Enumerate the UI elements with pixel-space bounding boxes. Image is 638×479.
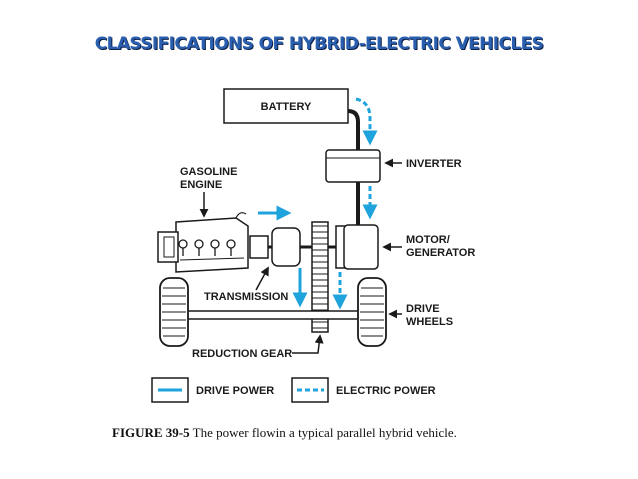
- reduction-gear-pointer: [292, 334, 324, 354]
- reduction-gear-label: REDUCTION GEAR: [192, 348, 292, 360]
- right-wheel: [357, 277, 387, 347]
- figure-caption-text: The power flowin a typical parallel hybr…: [189, 425, 457, 440]
- legend-electric-power-label: ELECTRIC POWER: [336, 385, 436, 397]
- drive-wheels-label-line2: WHEELS: [406, 316, 453, 328]
- transmission: [249, 227, 312, 267]
- inverter-label: INVERTER: [406, 158, 462, 170]
- battery-cable: [347, 109, 360, 150]
- motor-generator-label-line2: GENERATOR: [406, 247, 475, 259]
- legend-drive-power-label: DRIVE POWER: [196, 385, 274, 397]
- transmission-label: TRANSMISSION: [204, 291, 288, 303]
- reduction-gear: [311, 221, 329, 333]
- battery-label: BATTERY: [261, 101, 312, 113]
- drive-axle: [185, 310, 363, 320]
- gasoline-engine-label-line2: ENGINE: [180, 179, 222, 191]
- motor-generator: [328, 224, 379, 270]
- battery-box: BATTERY: [223, 88, 349, 124]
- drive-wheels-label-line1: DRIVE: [406, 303, 440, 315]
- figure-number: FIGURE 39-5: [112, 425, 190, 440]
- motor-generator-label-line1: MOTOR/: [406, 234, 450, 246]
- inverter-box: [325, 149, 381, 183]
- electric-flow-arrow-top: [355, 97, 378, 146]
- gasoline-engine-label-line1: GASOLINE: [180, 166, 237, 178]
- left-wheel: [159, 277, 189, 347]
- figure-caption: FIGURE 39-5 The power flowin a typical p…: [112, 425, 632, 441]
- slide-title: CLASSIFICATIONS OF HYBRID-ELECTRIC VEHIC…: [94, 34, 544, 54]
- gasoline-engine: [157, 212, 249, 273]
- transmission-pointer: [255, 266, 269, 291]
- legend: DRIVE POWER ELECTRIC POWER: [151, 377, 436, 403]
